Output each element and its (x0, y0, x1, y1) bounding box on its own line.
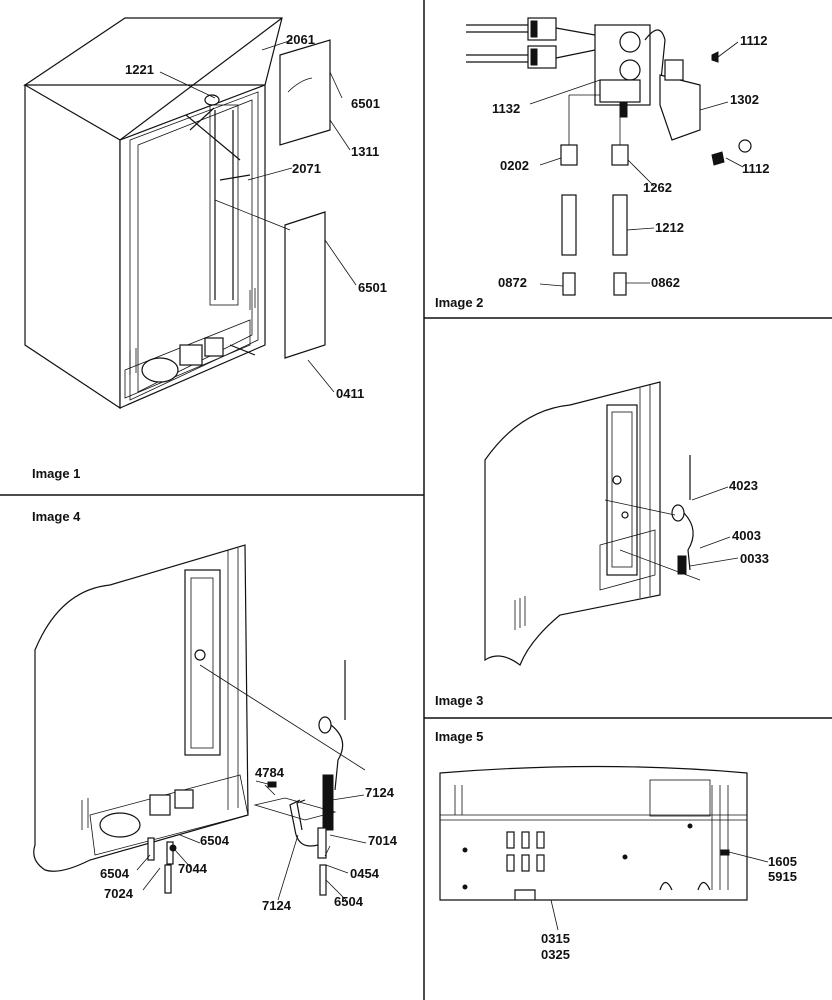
callout-7124-upper: 7124 (365, 785, 395, 800)
callout-6504-right: 6504 (334, 894, 364, 909)
callout-1212: 1212 (655, 220, 684, 235)
callout-1302: 1302 (730, 92, 759, 107)
callout-0033: 0033 (740, 551, 769, 566)
image3-cabinet-drawing (484, 381, 701, 666)
callout-1311: 1311 (351, 144, 379, 159)
image3-title: Image 3 (435, 693, 483, 708)
image2-leader-lines (529, 41, 744, 287)
image5-leader-lines (550, 851, 769, 931)
image1-leader-lines (159, 39, 357, 393)
image4-title: Image 4 (32, 509, 81, 524)
callout-0325: 0325 (541, 947, 570, 962)
callout-7044: 7044 (178, 861, 208, 876)
image1-title: Image 1 (32, 466, 80, 481)
callout-2071: 2071 (292, 161, 321, 176)
callout-4784: 4784 (255, 765, 285, 780)
callout-6504-left: 6504 (100, 866, 130, 881)
callout-4023: 4023 (729, 478, 758, 493)
image1-cabinet-drawing (23, 17, 283, 410)
callout-7124-lower: 7124 (262, 898, 292, 913)
callout-7014: 7014 (368, 833, 398, 848)
callout-1221: 1221 (125, 62, 154, 77)
callout-1132: 1132 (492, 101, 520, 116)
image4-cabinet-drawing (33, 544, 366, 896)
image5-base-drawing (439, 765, 748, 901)
image3-leader-lines (689, 486, 739, 567)
callout-4003: 4003 (732, 528, 761, 543)
image4-panel: 4784 7124 6504 7014 6504 7044 7024 0454 … (32, 509, 398, 913)
callout-6501-lower: 6501 (358, 280, 387, 295)
callout-0454: 0454 (350, 866, 380, 881)
image4-leader-lines (136, 780, 367, 901)
callout-0411: 0411 (336, 386, 364, 401)
callout-0862: 0862 (651, 275, 680, 290)
callout-0315: 0315 (541, 931, 570, 946)
callout-7024: 7024 (104, 886, 134, 901)
callout-0202: 0202 (500, 158, 529, 173)
image5-panel: 1605 5915 0315 0325 Image 5 (435, 729, 797, 962)
image2-valve-drawing (466, 17, 752, 296)
image1-panel: 2061 1221 6501 1311 2071 6501 0411 Image… (23, 17, 387, 481)
callout-6501-upper: 6501 (351, 96, 380, 111)
image2-panel: 1112 1132 1302 0202 1262 1112 1212 0872 … (435, 17, 770, 310)
callout-5915: 5915 (768, 869, 797, 884)
image3-panel: 4023 4003 0033 Image 3 (435, 381, 769, 708)
image1-cover-panels (279, 39, 331, 359)
callout-1262: 1262 (643, 180, 672, 195)
image2-title: Image 2 (435, 295, 483, 310)
callout-1605: 1605 (768, 854, 797, 869)
callout-6504-center: 6504 (200, 833, 230, 848)
callout-1112-upper: 1112 (740, 33, 768, 48)
callout-0872: 0872 (498, 275, 527, 290)
callout-1112-lower: 1112 (742, 161, 770, 176)
image5-title: Image 5 (435, 729, 483, 744)
callout-2061: 2061 (286, 32, 315, 47)
